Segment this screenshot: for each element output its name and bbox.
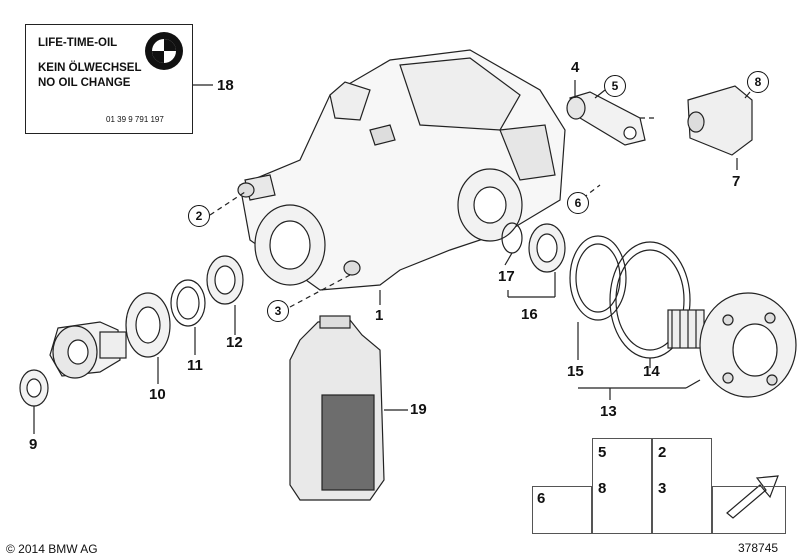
leader-lines <box>33 80 751 434</box>
flange-bolt-box: 5 8 <box>592 438 652 534</box>
oil-bottle-drawing <box>289 315 385 501</box>
callout-11: 11 <box>187 357 203 374</box>
callout-6-circled: 6 <box>567 192 589 214</box>
nut-box-label: 6 <box>537 490 546 507</box>
callout-16: 16 <box>521 306 538 323</box>
label-heading: LIFE-TIME-OIL <box>38 37 118 49</box>
callout-4: 4 <box>571 59 580 76</box>
callout-15: 15 <box>567 363 584 380</box>
spacer-ring-drawing <box>170 279 206 327</box>
seal-ring-large-drawing <box>569 235 627 321</box>
callout-19: 19 <box>410 401 427 418</box>
diagram-id: 378745 <box>738 541 779 555</box>
bmw-roundel-icon <box>145 32 183 70</box>
label-line-german: KEIN ÖLWECHSEL <box>38 62 142 74</box>
flange-bolt-label-bottom: 8 <box>598 480 607 497</box>
callout-9: 9 <box>29 436 38 453</box>
callout-18: 18 <box>217 77 234 94</box>
callout-1: 1 <box>375 307 384 324</box>
hex-bolt-label-bottom: 3 <box>658 480 667 497</box>
callout-13: 13 <box>600 403 617 420</box>
callout-17: 17 <box>498 268 515 285</box>
callout-3-circled: 3 <box>267 300 289 322</box>
nut-box: 6 <box>532 486 592 534</box>
callout-14: 14 <box>643 363 660 380</box>
label-part-number: 01 39 9 791 197 <box>106 115 164 124</box>
input-flange-drawing <box>49 321 127 379</box>
copyright-text: © 2014 BMW AG <box>6 542 98 556</box>
label-line-english: NO OIL CHANGE <box>38 77 131 89</box>
hex-bolt-label-top: 2 <box>658 444 667 461</box>
callout-10: 10 <box>149 386 166 403</box>
callout-7: 7 <box>732 173 741 190</box>
callout-5-circled: 5 <box>604 75 626 97</box>
callout-2-circled: 2 <box>188 205 210 227</box>
flange-bolt-label-top: 5 <box>598 444 607 461</box>
navigation-arrow-box[interactable] <box>712 486 786 534</box>
mounting-bracket-drawing <box>566 91 646 146</box>
output-flange-drawing <box>667 292 797 398</box>
o-ring-drawing <box>501 222 523 254</box>
callout-12: 12 <box>226 334 243 351</box>
callout-8-circled: 8 <box>747 71 769 93</box>
differential-housing-drawing <box>237 49 566 291</box>
rubber-mount-drawing <box>687 85 753 156</box>
hex-bolt-box: 2 3 <box>652 438 712 534</box>
